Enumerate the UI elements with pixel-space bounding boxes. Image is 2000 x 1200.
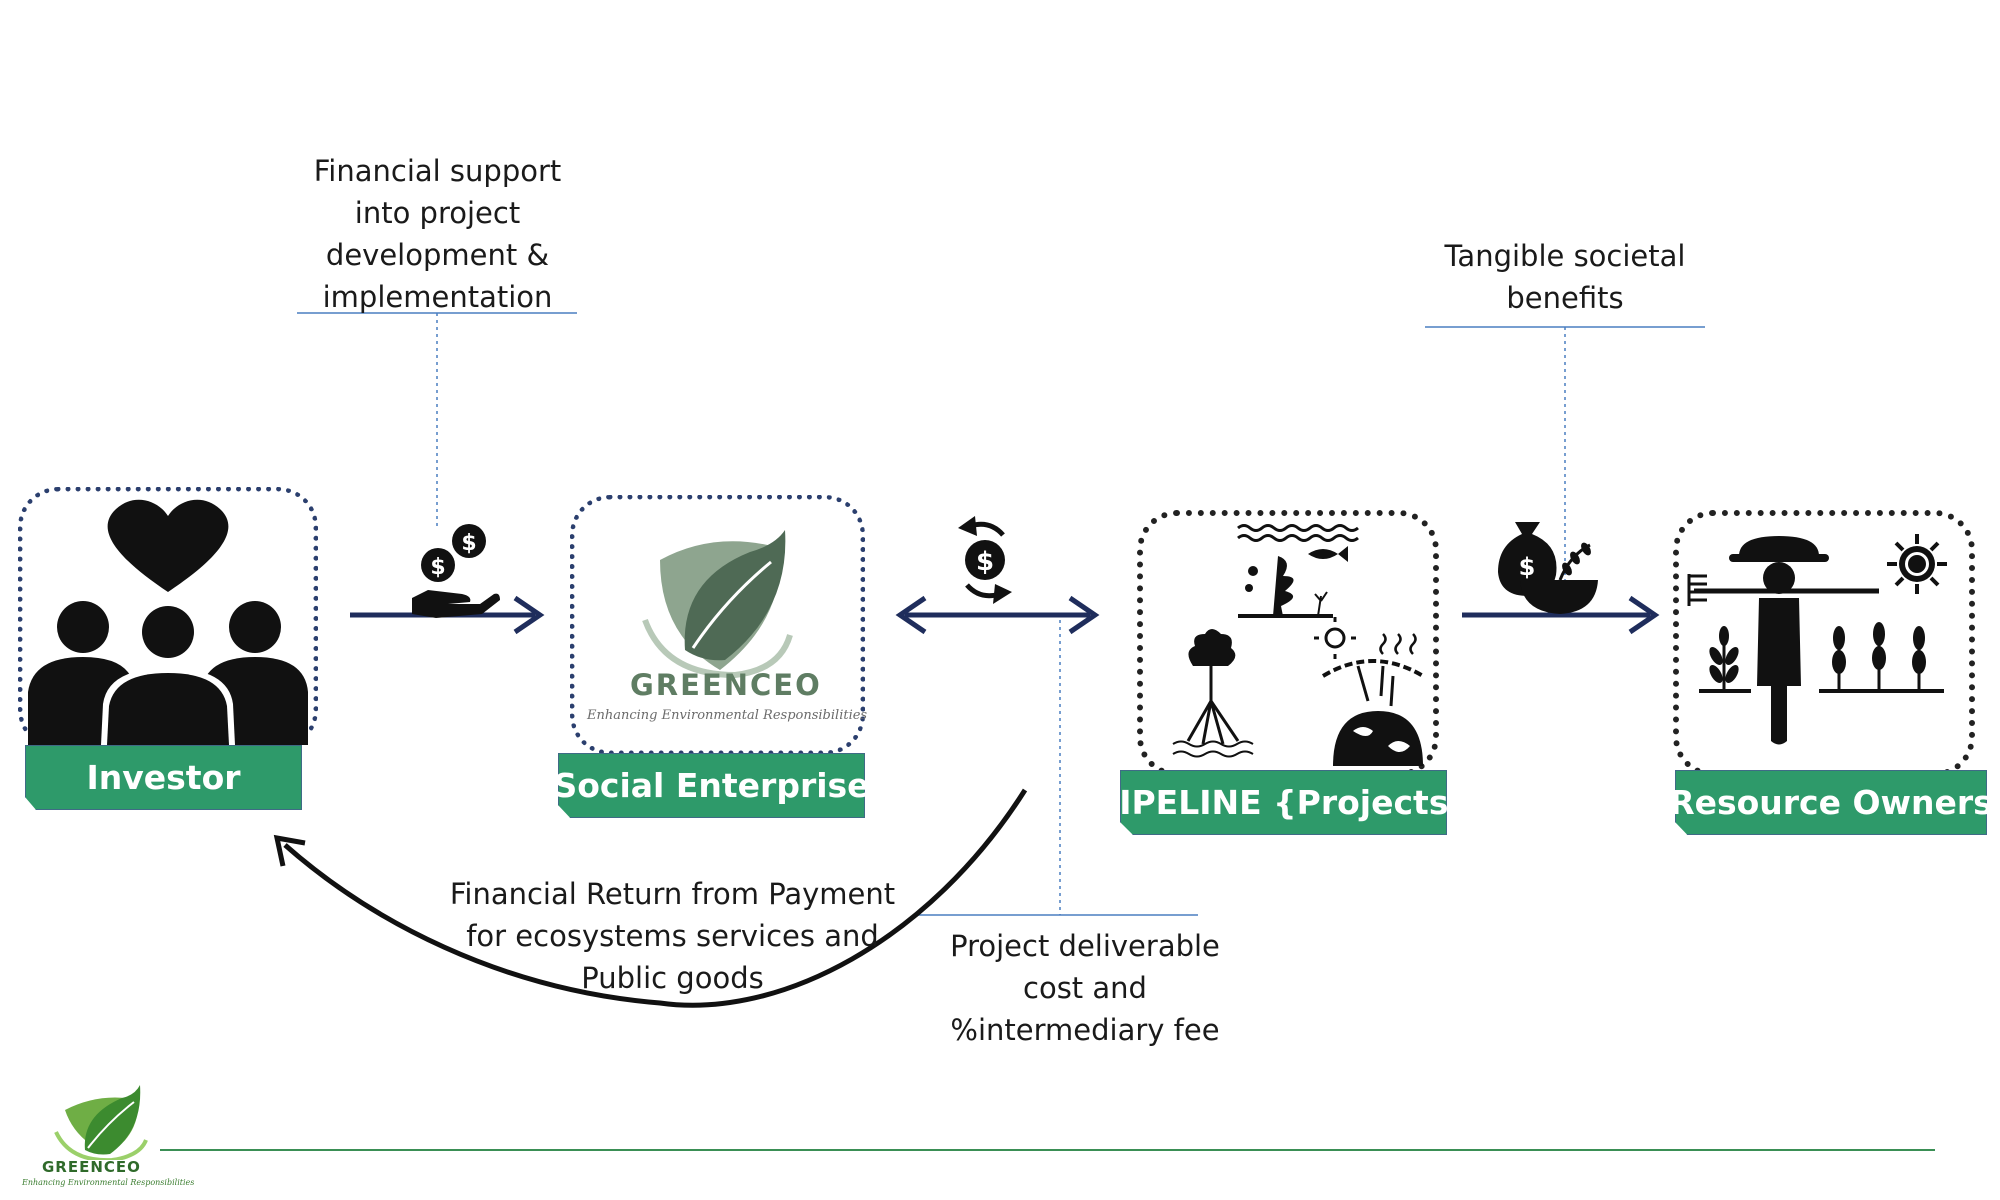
leader-project-cost xyxy=(918,620,1198,916)
arrow-enterprise-pipeline-bidirectional xyxy=(895,595,1100,635)
footer-logo: GREENCEO Enhancing Environmental Respons… xyxy=(20,1080,194,1190)
note-line: into project xyxy=(354,196,521,230)
footer-wordmark: GREENCEO xyxy=(42,1158,141,1176)
note-line: implementation xyxy=(322,280,553,314)
money-hand-icon: $ $ xyxy=(412,524,500,618)
note-line: %intermediary fee xyxy=(950,1013,1220,1047)
ecosystem-projects-icon xyxy=(1172,524,1425,766)
leader-societal-benefits xyxy=(1425,326,1705,590)
social-enterprise-label: Social Enterprise xyxy=(558,753,865,818)
pipeline-card xyxy=(1137,510,1439,777)
social-enterprise-card: GREENCEO Enhancing Environmental Respons… xyxy=(570,495,868,755)
farmer-crops-icon xyxy=(1687,534,1947,745)
mangrove-tree-icon xyxy=(1172,629,1254,758)
leader-financial-support xyxy=(297,312,577,530)
climate-earth-icon xyxy=(1314,617,1425,766)
svg-text:$: $ xyxy=(1519,553,1536,581)
investor-card xyxy=(18,487,318,750)
investor-label: Investor xyxy=(25,745,302,810)
greenceo-tagline: Enhancing Environmental Responsibilities xyxy=(587,708,868,723)
pipeline-label: PIPELINE {Projects} xyxy=(1120,770,1447,835)
farmer-icon xyxy=(1687,536,1879,745)
wheat-field-icon xyxy=(1819,622,1944,693)
note-financial-support: Financial support into project developme… xyxy=(250,150,625,318)
svg-text:$: $ xyxy=(461,531,476,556)
arrow-pipeline-to-owners xyxy=(1462,595,1660,635)
greenceo-footer-leaf-logo xyxy=(54,1085,148,1163)
note-societal-benefits: Tangible societal benefits xyxy=(1395,235,1735,319)
note-line: cost and xyxy=(1023,971,1147,1005)
greenceo-leaf-logo xyxy=(642,530,793,679)
note-line: development & xyxy=(325,238,550,272)
greenceo-wordmark: GREENCEO xyxy=(630,668,822,702)
note-line: for ecosystems services and xyxy=(466,919,879,953)
svg-text:$: $ xyxy=(976,547,994,577)
crop-icon xyxy=(1699,626,1751,693)
note-line: Financial Return from Payment xyxy=(449,877,896,911)
note-line: Financial support xyxy=(313,154,562,188)
note-line: Tangible societal xyxy=(1444,239,1686,273)
resource-owners-label: Resource Owners xyxy=(1675,770,1987,835)
note-line: benefits xyxy=(1506,281,1624,315)
svg-text:$: $ xyxy=(430,555,445,580)
note-line: Project deliverable xyxy=(950,929,1220,963)
marine-ecosystem-icon xyxy=(1237,524,1359,618)
footer-tagline: Enhancing Environmental Responsibilities xyxy=(22,1178,195,1187)
investor-group-heart-icon xyxy=(28,499,308,745)
sun-icon xyxy=(1887,534,1947,594)
resource-owners-card xyxy=(1673,510,1975,777)
money-exchange-icon: $ xyxy=(958,516,1012,604)
note-line: Public goods xyxy=(581,961,764,995)
money-bag-grain-icon: $ xyxy=(1498,522,1598,614)
arrow-return-to-investor xyxy=(273,788,1028,1008)
note-financial-return: Financial Return from Payment for ecosys… xyxy=(425,873,920,999)
note-project-cost: Project deliverable cost and %intermedia… xyxy=(935,925,1235,1051)
